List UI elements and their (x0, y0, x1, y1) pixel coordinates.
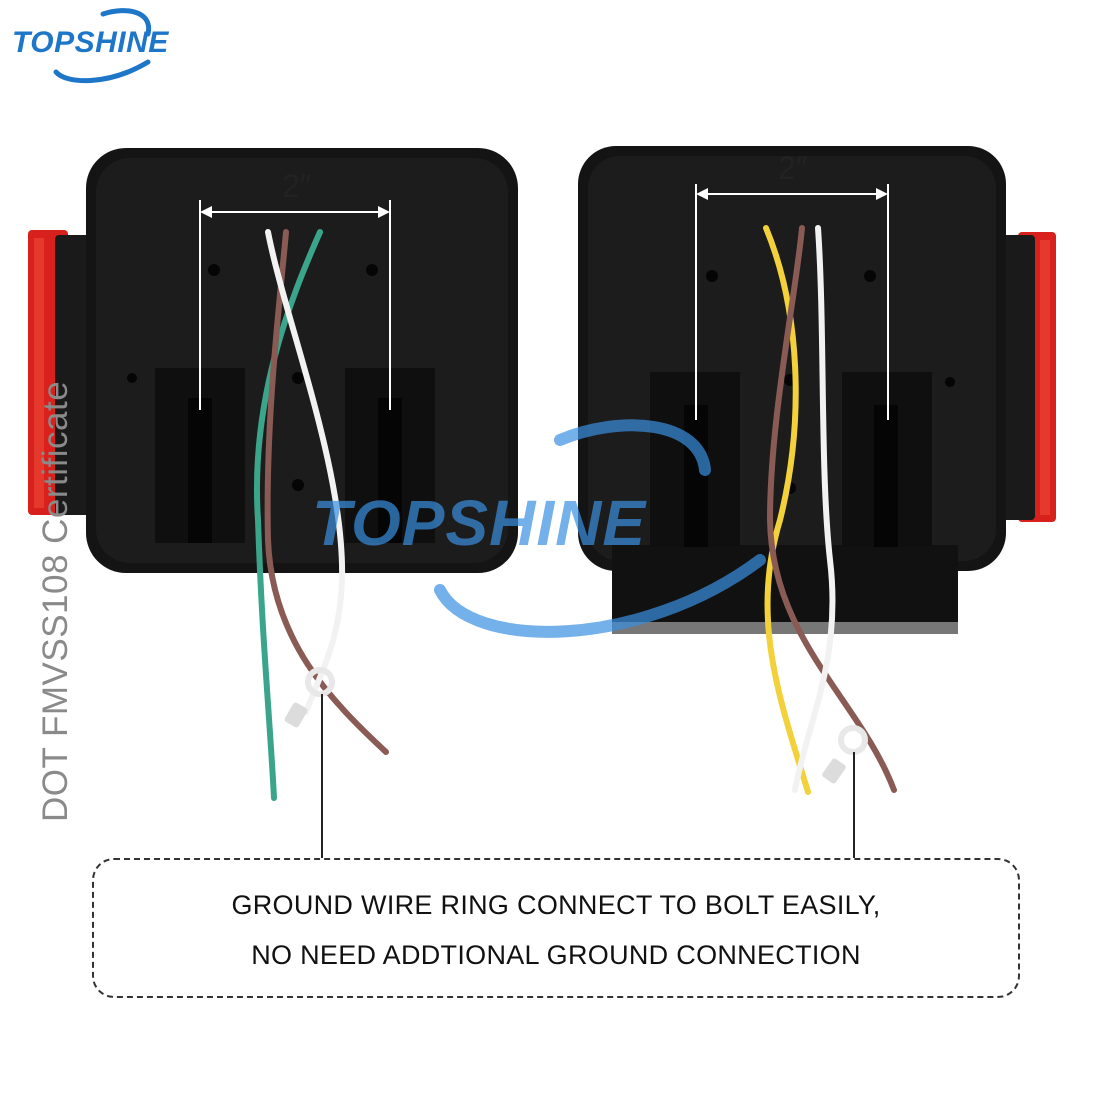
left-green-wire (254, 229, 323, 801)
callout-line-2: NO NEED ADDTIONAL GROUND CONNECTION (251, 940, 861, 970)
certificate-label: DOT FMVSS108 Certificate (36, 380, 75, 822)
left-white-wire (265, 229, 346, 715)
left-ground-ring (305, 667, 335, 697)
logo-wordmark: TOPSHINE (12, 26, 169, 59)
left-brown-wire (264, 229, 389, 755)
left-tail-light (28, 148, 518, 801)
callout-line-1: GROUND WIRE RING CONNECT TO BOLT EASILY, (231, 890, 881, 920)
topshine-logo: TOPSHINE (12, 8, 169, 84)
watermark-wordmark: TOPSHINE (312, 487, 647, 559)
ground-wire-callout: GROUND WIRE RING CONNECT TO BOLT EASILY,… (92, 858, 1020, 998)
right-tail-light (578, 146, 1056, 795)
right-white-wire (792, 225, 836, 793)
right-ground-ring (838, 725, 868, 755)
right-brown-wire (766, 225, 897, 793)
topshine-watermark: TOPSHINE (312, 419, 766, 638)
left-dimension-label: 2″ (282, 168, 312, 204)
right-dimension-label: 2″ (778, 150, 808, 186)
